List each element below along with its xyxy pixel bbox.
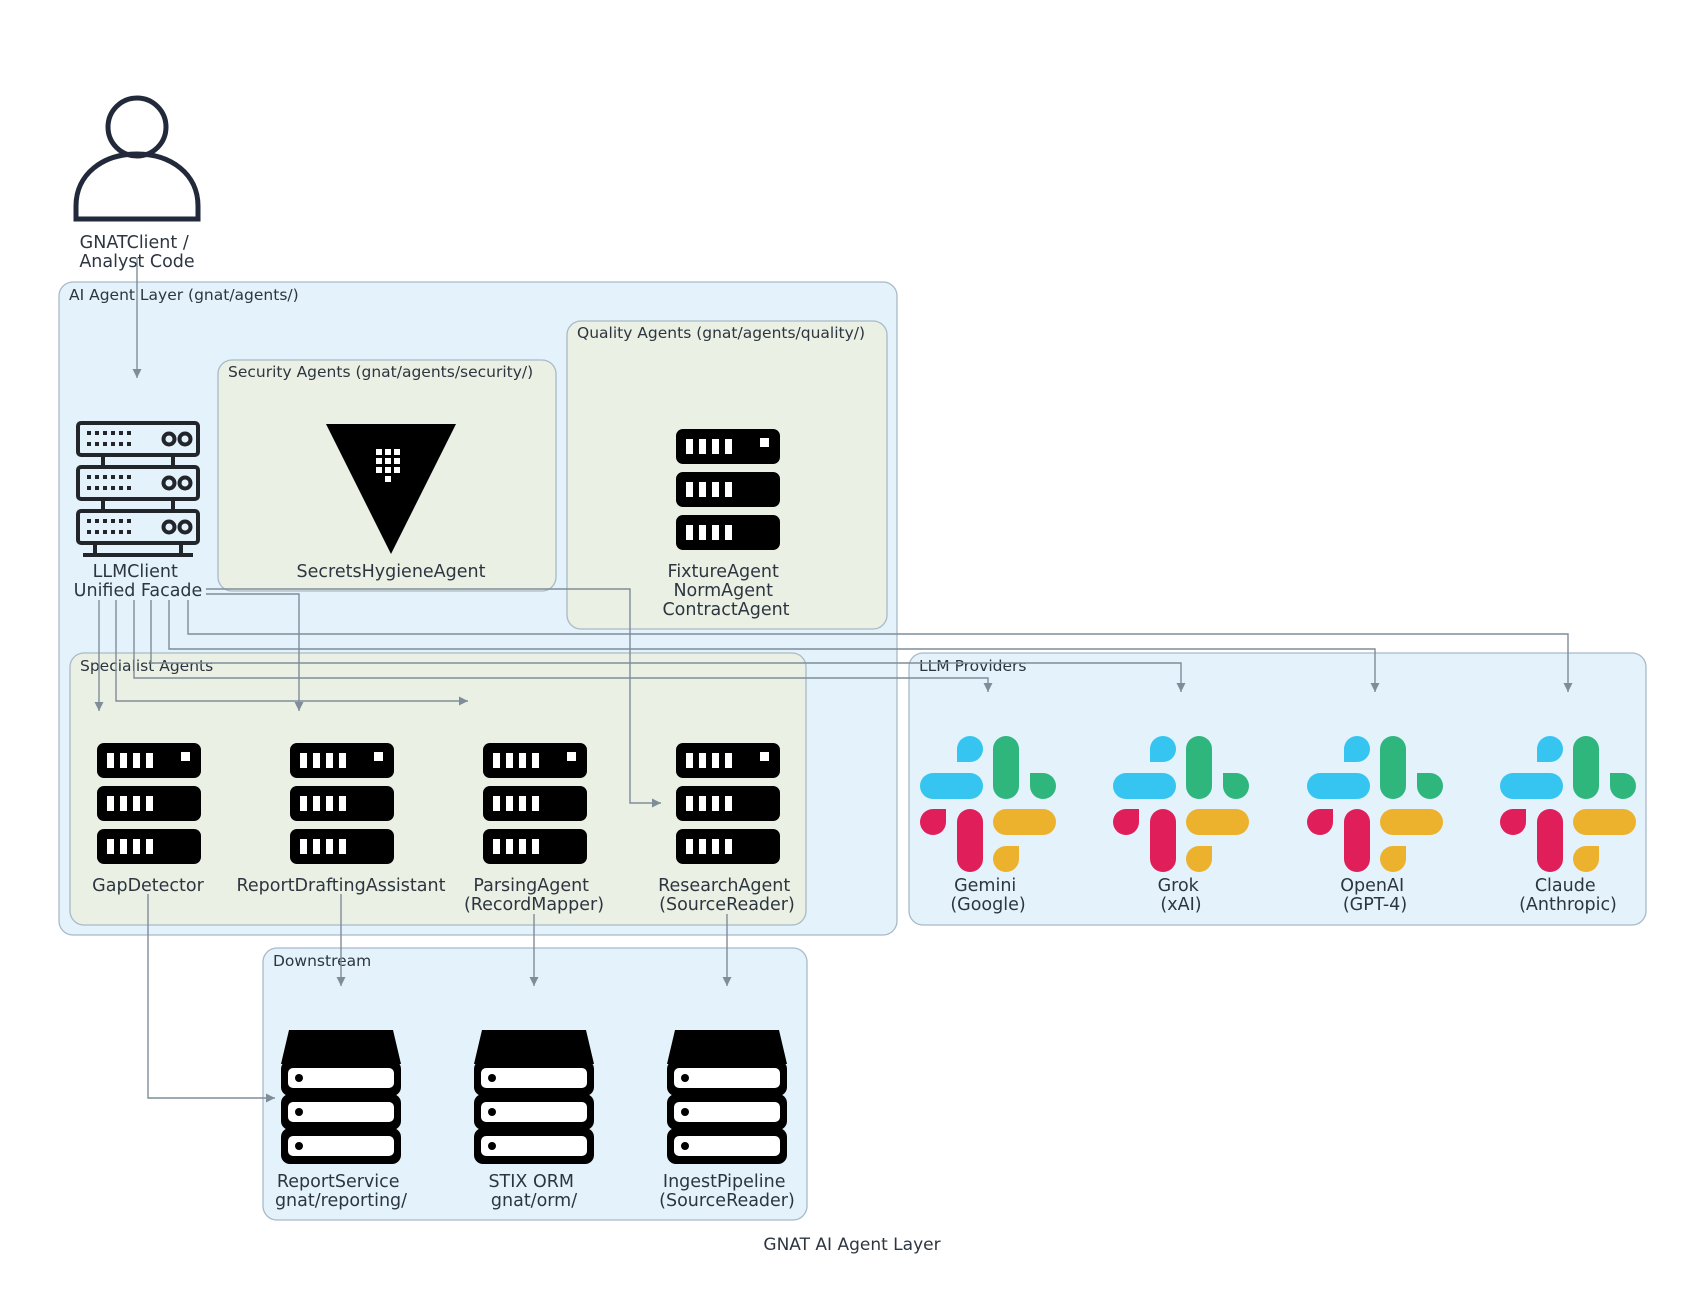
cluster-label: Security Agents (gnat/agents/security/) bbox=[228, 363, 533, 381]
node-ingest-pipeline: IngestPipeline (SourceReader) bbox=[659, 1030, 795, 1211]
cluster-label: Specialist Agents bbox=[80, 657, 213, 675]
user-icon bbox=[76, 98, 198, 219]
node-secrets-hygiene-agent: SecretsHygieneAgent bbox=[297, 424, 486, 582]
node-report-service: ReportService gnat/reporting/ bbox=[275, 1030, 407, 1211]
node-label-report-drafting: ReportDraftingAssistant bbox=[237, 876, 446, 896]
database-icon bbox=[474, 1030, 594, 1164]
node-label-stix-orm: STIX ORM gnat/orm/ bbox=[488, 1172, 579, 1211]
edges bbox=[94, 258, 1573, 1103]
node-label-grok: Grok (xAI) bbox=[1158, 876, 1205, 915]
node-openai: OpenAI (GPT-4) bbox=[1307, 736, 1443, 915]
node-label-claude: Claude (Anthropic) bbox=[1519, 876, 1617, 915]
node-quality-agents: FixtureAgent NormAgent ContractAgent bbox=[662, 429, 790, 620]
node-label-gap: GapDetector bbox=[92, 876, 204, 896]
node-gap-detector: GapDetector bbox=[92, 743, 205, 896]
node-stix-orm: STIX ORM gnat/orm/ bbox=[474, 1030, 594, 1211]
node-llmclient: LLMClient Unified Facade bbox=[74, 421, 203, 601]
node-claude: Claude (Anthropic) bbox=[1500, 736, 1636, 915]
cluster-label: AI Agent Layer (gnat/agents/) bbox=[69, 286, 299, 304]
node-label-report-service: ReportService gnat/reporting/ bbox=[275, 1172, 407, 1211]
server-stack-icon bbox=[676, 743, 780, 864]
edge-llmclient-to-research bbox=[206, 588, 661, 808]
node-gemini: Gemini (Google) bbox=[920, 736, 1056, 915]
cluster-specialist-agents: Specialist Agents bbox=[69, 652, 807, 926]
cluster-label: LLM Providers bbox=[919, 657, 1026, 675]
diagram-title: GNAT AI Agent Layer bbox=[763, 1235, 940, 1255]
database-icon bbox=[667, 1030, 787, 1164]
node-client: GNATClient / Analyst Code bbox=[76, 98, 198, 272]
cluster-label: Downstream bbox=[273, 952, 371, 970]
node-parsing-agent: ParsingAgent (RecordMapper) bbox=[464, 743, 604, 915]
node-label-openai: OpenAI (GPT-4) bbox=[1340, 876, 1409, 915]
cluster-llm-providers: LLM Providers bbox=[908, 652, 1647, 926]
node-label-research: ResearchAgent (SourceReader) bbox=[658, 876, 796, 915]
node-label-ingest: IngestPipeline (SourceReader) bbox=[659, 1172, 795, 1211]
edge-llmclient-to-gemini bbox=[133, 600, 993, 692]
server-stack-icon bbox=[97, 743, 201, 864]
edge-gap-to-report-service bbox=[147, 894, 275, 1103]
node-label-llmclient: LLMClient Unified Facade bbox=[74, 562, 203, 601]
node-grok: Grok (xAI) bbox=[1113, 736, 1249, 915]
cluster-label: Quality Agents (gnat/agents/quality/) bbox=[577, 324, 865, 342]
server-stack-icon bbox=[290, 743, 394, 864]
node-label-gemini: Gemini (Google) bbox=[950, 876, 1025, 915]
edge-llmclient-to-parsing bbox=[115, 600, 468, 706]
node-label-secrets: SecretsHygieneAgent bbox=[297, 562, 486, 582]
edge-llmclient-to-openai bbox=[168, 600, 1380, 692]
node-label-client: GNATClient / Analyst Code bbox=[79, 233, 194, 272]
node-label-quality: FixtureAgent NormAgent ContractAgent bbox=[662, 562, 789, 620]
edge-llmclient-to-grok bbox=[150, 600, 1186, 692]
server-stack-icon bbox=[483, 743, 587, 864]
node-research-agent: ResearchAgent (SourceReader) bbox=[658, 743, 796, 915]
server-stack-icon bbox=[676, 429, 780, 550]
edge-llmclient-to-claude bbox=[187, 600, 1573, 692]
edge-llmclient-to-report-drafting bbox=[206, 593, 304, 711]
database-icon bbox=[281, 1030, 401, 1164]
node-label-parsing: ParsingAgent (RecordMapper) bbox=[464, 876, 604, 915]
node-report-drafting-assistant: ReportDraftingAssistant bbox=[237, 743, 446, 896]
